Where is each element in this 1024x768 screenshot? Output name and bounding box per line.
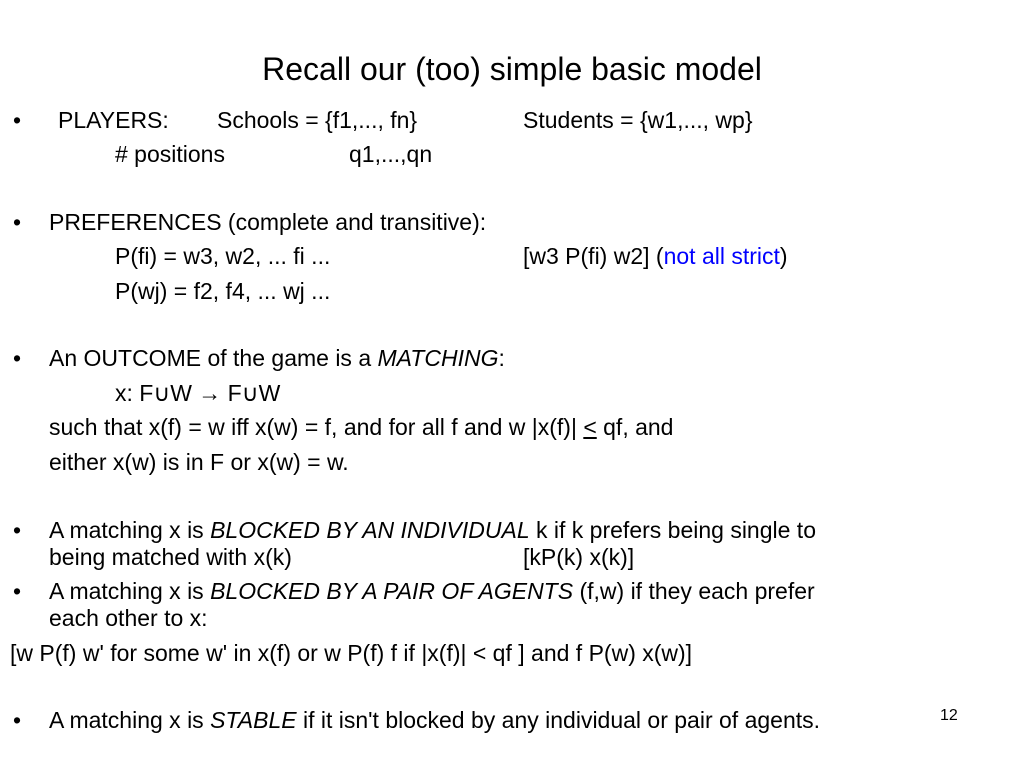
stable-emph: STABLE [210,707,297,733]
bullet: • [13,107,22,133]
blocked-pair-prefix: A matching x is [49,578,211,604]
map-end: W [258,380,281,406]
note-end: ) [779,243,788,269]
blocked-individual-suffix: k if k prefers being single to [529,517,816,543]
map-mid: W [170,380,199,406]
preference-school-note: [w3 P(fi) w2] (not all strict) [523,243,788,269]
right-arrow-icon: → [198,380,222,406]
bullet: • [13,209,22,235]
blocked-individual-emph: BLOCKED BY AN INDIVIDUAL [210,517,530,543]
blocked-pair-emph: BLOCKED BY A PAIR OF AGENTS [210,578,574,604]
bullet: • [13,345,22,371]
bullet: • [13,707,22,733]
note-text: [w3 P(fi) w2] ( [523,243,664,269]
preferences-heading: PREFERENCES (complete and transitive): [49,209,487,235]
outcome-emph: MATCHING [377,345,499,371]
outcome-line: An OUTCOME of the game is a MATCHING: [49,345,505,371]
positions-label: # positions [115,141,225,167]
blocked-pair-condition: [w P(f) w' for some w' in x(f) or w P(f)… [10,640,693,666]
blocked-pair-line: A matching x is BLOCKED BY A PAIR OF AGE… [49,578,815,604]
outcome-either-line: either x(w) is in F or x(w) = w. [49,449,349,475]
leq-symbol: < [583,414,597,440]
blocked-individual-prefix: A matching x is [49,517,211,543]
preference-school-line: P(fi) = w3, w2, ... fi ... [115,243,331,269]
map-prefix: x: F [115,380,154,406]
bullet: • [13,578,22,604]
map-f: F [221,380,242,406]
players-students: Students = {w1,..., wp} [523,107,753,133]
not-all-strict-text: not all strict [663,243,780,269]
bullet: • [13,517,22,543]
stable-prefix: A matching x is [49,707,211,733]
outcome-condition-line: such that x(f) = w iff x(w) = f, and for… [49,414,673,440]
stable-suffix: if it isn't blocked by any individual or… [296,707,821,733]
blocked-pair-line2: each other to x: [49,605,208,631]
cup-symbol: ∪ [241,380,259,406]
positions-value: q1,...,qn [349,141,433,167]
blocked-individual-note: [kP(k) x(k)] [523,544,635,570]
matching-map: x: F∪W → F∪W [115,380,280,406]
players-label: PLAYERS: [58,107,169,133]
blocked-pair-suffix: (f,w) if they each prefer [573,578,815,604]
preference-student-line: P(wj) = f2, f4, ... wj ... [115,278,331,304]
condition-suffix: qf, and [596,414,674,440]
slide-number: 12 [940,707,958,724]
outcome-suffix: : [498,345,505,371]
slide-title: Recall our (too) simple basic model [262,51,762,87]
outcome-prefix: An OUTCOME of the game is a [49,345,378,371]
cup-symbol: ∪ [153,380,171,406]
players-schools: Schools = {f1,..., fn} [217,107,418,133]
blocked-individual-line: A matching x is BLOCKED BY AN INDIVIDUAL… [49,517,816,543]
stable-line: A matching x is STABLE if it isn't block… [49,707,820,733]
blocked-individual-line2: being matched with x(k) [49,544,292,570]
condition-prefix: such that x(f) = w iff x(w) = f, and for… [49,414,584,440]
